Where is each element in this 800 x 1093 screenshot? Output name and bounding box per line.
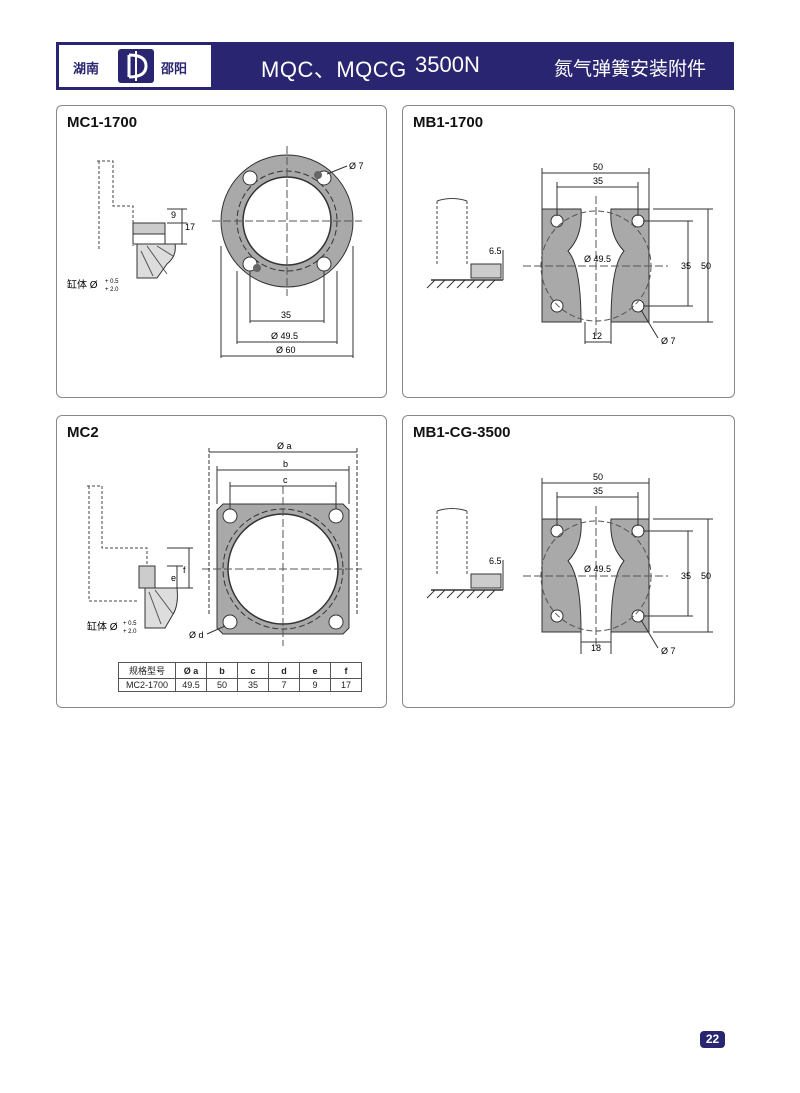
- force-rating: 3500N: [415, 52, 480, 77]
- hole-dia-mbcg: Ø 7: [661, 646, 676, 656]
- dim-f-mc2: f: [183, 565, 186, 575]
- tol-dn-mc2: + 2.0: [123, 629, 137, 635]
- dim-17-mc1: 17: [185, 222, 195, 232]
- dim-18-mbcg: 18: [591, 643, 601, 653]
- panel-title-mb1: MB1-1700: [413, 114, 484, 131]
- spec-table-mc2: 规格型号 Ø a b c d e f MC2-1700 49.5 50 35 7…: [118, 662, 362, 692]
- table-header-cell: Ø a: [175, 662, 207, 679]
- table-header-cell: c: [237, 662, 269, 679]
- table-header-cell: d: [268, 662, 300, 679]
- table-row: MC2-1700 49.5 50 35 7 9 17: [118, 678, 362, 692]
- dim-495-mb1: Ø 49.5: [584, 254, 611, 264]
- drawing-mb1: 6.5 50 35 Ø 49.5 35 50 12 Ø 7: [426, 162, 713, 346]
- company-logo-icon: [118, 49, 154, 83]
- dim-495-mbcg: Ø 49.5: [584, 564, 611, 574]
- hole-dia-mb1: Ø 7: [661, 336, 676, 346]
- dim-35-mb1: 35: [593, 176, 603, 186]
- drawing-mc1: 9 17 缸体 Ø + 0.5 + 2.0 Ø 7 35 Ø 49.5 Ø 60: [67, 146, 364, 358]
- tol-up-mc2: + 0.5: [123, 621, 137, 627]
- panel-mc2: MC2 e f 缸体 Ø + 0.5 + 2.0 Ø a b: [56, 415, 387, 708]
- dim-12-mb1: 12: [592, 331, 602, 341]
- logo: 湖南 邵阳: [59, 45, 211, 87]
- dim-65-mbcg: 6.5: [489, 556, 502, 566]
- dim-50v-mb1: 50: [701, 261, 711, 271]
- body-label-mc2: 缸体 Ø: [87, 620, 118, 633]
- logo-text-right: 邵阳: [161, 61, 188, 76]
- dim-e-mc2: e: [171, 573, 176, 583]
- dim-35-mbcg: 35: [593, 486, 603, 496]
- panel-title-mc2: MC2: [67, 424, 99, 441]
- body-label-mc1: 缸体 Ø: [67, 278, 98, 291]
- dim-60-mc1: Ø 60: [276, 345, 296, 355]
- table-header-row: 规格型号 Ø a b c d e f: [118, 662, 362, 679]
- dim-35v-mb1: 35: [681, 261, 691, 271]
- hole-dia-mc2: Ø d: [189, 630, 204, 640]
- dim-50v-mbcg: 50: [701, 571, 711, 581]
- dim-c-mc2: c: [283, 475, 288, 485]
- table-cell: 9: [299, 678, 331, 692]
- panel-title-mbcg: MB1-CG-3500: [413, 424, 511, 441]
- logo-text-left: 湖南: [73, 61, 100, 76]
- table-cell: 35: [237, 678, 269, 692]
- drawing-mc2: e f 缸体 Ø + 0.5 + 2.0 Ø a b c Ø d: [87, 441, 362, 646]
- table-cell: 17: [330, 678, 362, 692]
- dim-50-mbcg: 50: [593, 472, 603, 482]
- dim-35v-mbcg: 35: [681, 571, 691, 581]
- dim-9-mc1: 9: [171, 210, 176, 220]
- panel-mc1: MC1-1700 9 17 缸体 Ø + 0.5 + 2.0 Ø 7: [56, 105, 387, 398]
- dim-35-mc1: 35: [281, 310, 291, 320]
- panel-title-mc1: MC1-1700: [67, 114, 138, 131]
- table-header-cell: f: [330, 662, 362, 679]
- header-bar: 湖南 邵阳 MQC、MQCG 3500N 氮气弹簧安装附件: [56, 42, 734, 90]
- table-header-cell: b: [206, 662, 238, 679]
- table-cell: MC2-1700: [118, 678, 176, 692]
- dim-495-mc1: Ø 49.5: [271, 331, 298, 341]
- table-cell: 49.5: [175, 678, 207, 692]
- hole-dia-mc1: Ø 7: [349, 161, 364, 171]
- tol-up-mc1: + 0.5: [105, 279, 119, 285]
- page-number: 22: [700, 1031, 725, 1048]
- dim-a-mc2: Ø a: [277, 441, 292, 451]
- table-header-cell: e: [299, 662, 331, 679]
- table-cell: 50: [206, 678, 238, 692]
- dim-b-mc2: b: [283, 459, 288, 469]
- drawing-mbcg: 6.5 50 35 Ø 49.5 35 50 18 Ø 7: [426, 472, 713, 656]
- panel-mb1: MB1-1700 6.5 50 35 Ø 49.5 35: [402, 105, 735, 398]
- table-header-cell: 规格型号: [118, 662, 176, 679]
- dim-65-mb1: 6.5: [489, 246, 502, 256]
- tol-dn-mc1: + 2.0: [105, 287, 119, 293]
- table-cell: 7: [268, 678, 300, 692]
- panel-mbcg: MB1-CG-3500 6.5 50 35 Ø 49.5 35 50: [402, 415, 735, 708]
- page-subtitle: 氮气弹簧安装附件: [553, 59, 706, 80]
- page-title: MQC、MQCG: [261, 57, 407, 82]
- dim-50-mb1: 50: [593, 162, 603, 172]
